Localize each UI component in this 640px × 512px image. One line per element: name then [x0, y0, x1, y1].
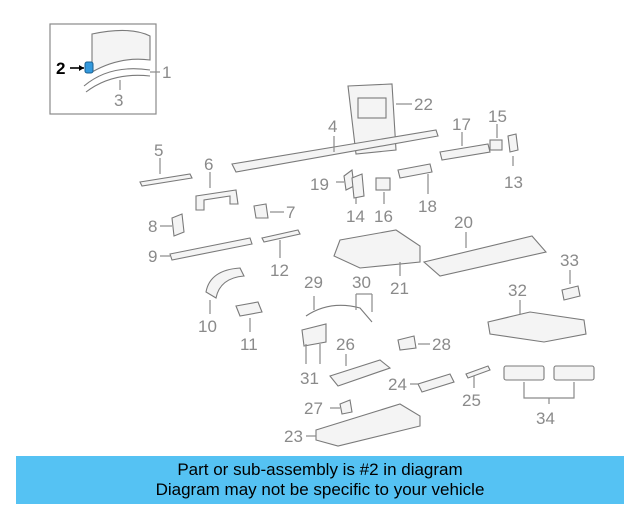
- part-32-unit[interactable]: [487, 311, 587, 343]
- callout-24: 24: [388, 375, 407, 394]
- callout-20: 20: [454, 213, 473, 232]
- callout-2: 2: [56, 59, 65, 78]
- part-21-console[interactable]: [333, 229, 421, 269]
- part-6-bracket[interactable]: [195, 189, 239, 211]
- part-14-vent[interactable]: [351, 173, 365, 199]
- part-22-bezel[interactable]: [347, 83, 397, 155]
- part-13-bracket[interactable]: [507, 133, 519, 153]
- part-9-bar[interactable]: [169, 237, 253, 261]
- part-16-switch[interactable]: [375, 177, 391, 191]
- callout-6: 6: [204, 155, 213, 174]
- part-31-bracket[interactable]: [301, 323, 327, 347]
- part-18-trim[interactable]: [397, 163, 433, 179]
- callout-31: 31: [300, 369, 319, 388]
- callout-15: 15: [488, 107, 507, 126]
- part-11-plate[interactable]: [235, 301, 263, 317]
- callout-19: 19: [310, 175, 329, 194]
- callout-29: 29: [304, 273, 323, 292]
- callout-32: 32: [508, 281, 527, 300]
- callout-9: 9: [148, 247, 157, 266]
- callout-27: 27: [304, 399, 323, 418]
- part-5-bracket[interactable]: [139, 173, 193, 187]
- callout-34: 34: [536, 409, 555, 428]
- part-29-harness[interactable]: [305, 304, 373, 323]
- arrow-2: [79, 65, 84, 71]
- part-20-panel[interactable]: [422, 235, 548, 277]
- callout-10: 10: [198, 317, 217, 336]
- callout-12: 12: [270, 261, 289, 280]
- callout-33: 33: [560, 251, 579, 270]
- callout-7: 7: [286, 203, 295, 222]
- inset-trim: [83, 68, 151, 87]
- callout-25: 25: [462, 391, 481, 410]
- part-34-switch-right[interactable]: [553, 365, 595, 381]
- leader-34: [523, 382, 575, 404]
- callout-4: 4: [328, 117, 337, 136]
- callout-3: 3: [114, 91, 123, 110]
- callout-1: 1: [162, 63, 171, 82]
- part-25-strip[interactable]: [465, 365, 491, 379]
- part-4-panel[interactable]: [231, 129, 439, 173]
- callout-22: 22: [414, 95, 433, 114]
- callout-17: 17: [452, 115, 471, 134]
- callout-13: 13: [504, 173, 523, 192]
- part-26-tray[interactable]: [329, 359, 392, 387]
- part-28-connector[interactable]: [397, 335, 417, 351]
- inset-panel: [91, 29, 151, 73]
- part-17-trim[interactable]: [439, 143, 491, 161]
- part-23-glovebox[interactable]: [315, 403, 421, 447]
- part-2-clip[interactable]: [84, 61, 94, 74]
- inset-trim-2: [85, 74, 151, 93]
- callout-8: 8: [148, 217, 157, 236]
- parts-diagram: 1 2 3 4 5 6 7 8 9 10 11 12 13 14 15 16 1…: [49, 23, 595, 447]
- part-10-bracket[interactable]: [205, 267, 245, 299]
- part-12-strip[interactable]: [261, 229, 301, 243]
- callout-16: 16: [374, 207, 393, 226]
- callout-14: 14: [346, 207, 365, 226]
- callout-11: 11: [240, 335, 258, 354]
- part-24-panel[interactable]: [417, 373, 455, 393]
- part-8-plate[interactable]: [171, 213, 185, 237]
- callout-23: 23: [284, 427, 303, 446]
- callout-26: 26: [336, 335, 355, 354]
- part-33-knob[interactable]: [561, 285, 581, 301]
- part-7-clip[interactable]: [253, 203, 269, 219]
- callout-18: 18: [418, 197, 437, 216]
- info-banner: Part or sub-assembly is #2 in diagram Di…: [16, 456, 624, 504]
- banner-line-1: Part or sub-assembly is #2 in diagram: [177, 460, 463, 479]
- part-15-cap[interactable]: [489, 139, 503, 151]
- callout-21: 21: [390, 279, 409, 298]
- callout-28: 28: [432, 335, 451, 354]
- callout-30: 30: [352, 273, 371, 292]
- part-27-clip[interactable]: [339, 399, 353, 415]
- callout-5: 5: [154, 141, 163, 160]
- part-34-switch-left[interactable]: [503, 365, 545, 381]
- part-22-screen: [357, 97, 387, 119]
- banner-line-2: Diagram may not be specific to your vehi…: [155, 480, 485, 499]
